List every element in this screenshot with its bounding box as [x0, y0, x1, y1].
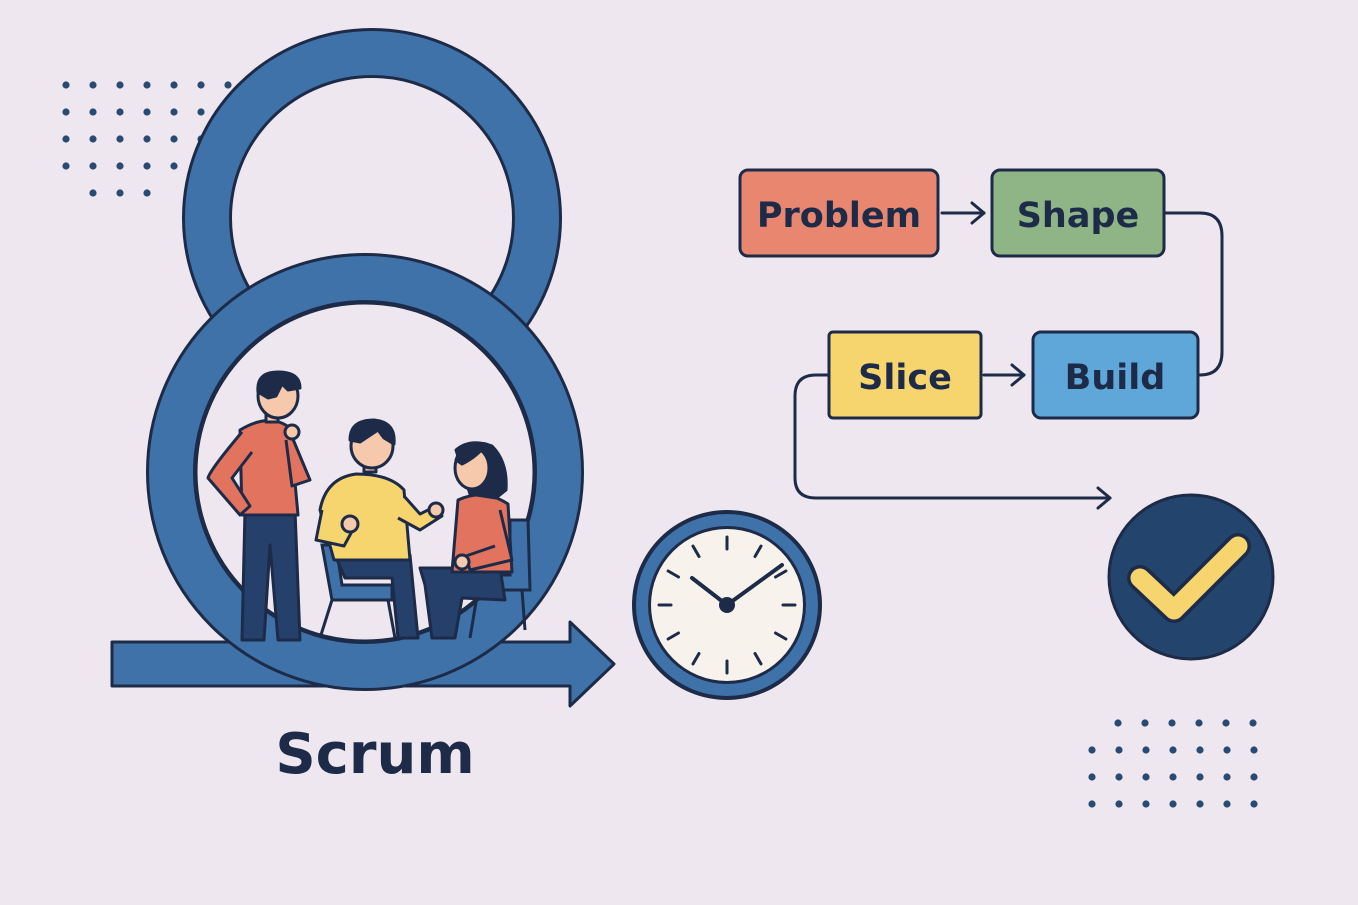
decorative-dot [1169, 773, 1177, 781]
decorative-dot [1142, 746, 1150, 754]
flow-step-build-label: Build [1065, 358, 1166, 398]
decorative-dot [1249, 719, 1257, 727]
flow-step-shape-label: Shape [1017, 196, 1140, 236]
decorative-dot [170, 135, 178, 143]
decorative-dot [1169, 746, 1177, 754]
decorative-dot [1250, 800, 1258, 808]
person-seated-yellow [314, 418, 445, 640]
dot-grid-bottom-right [1088, 719, 1258, 808]
clock-ticks [657, 535, 797, 675]
decorative-dot [1250, 773, 1258, 781]
person-seated-woman [418, 441, 514, 640]
decorative-dot [143, 81, 151, 89]
checkmark-icon [1107, 493, 1275, 661]
decorative-dot [1223, 746, 1231, 754]
decorative-dot [143, 108, 151, 116]
clock-center [719, 597, 735, 613]
decorative-dot [89, 189, 97, 197]
decorative-dot [170, 162, 178, 170]
decorative-dot [197, 81, 205, 89]
team-people-icon [206, 370, 532, 642]
decorative-dot [116, 81, 124, 89]
decorative-dot [89, 108, 97, 116]
clock-tick [666, 569, 681, 579]
clock-icon [632, 510, 822, 700]
decorative-dot [1088, 773, 1096, 781]
decorative-dot [1168, 719, 1176, 727]
decorative-dot [1223, 800, 1231, 808]
decorative-dot [1222, 719, 1230, 727]
decorative-dot [62, 135, 70, 143]
decorative-dot [1115, 800, 1123, 808]
decorative-dot [1115, 746, 1123, 754]
decorative-dot [1195, 719, 1203, 727]
scrum-loop-arrow-icon [110, 28, 616, 708]
decorative-dot [1169, 800, 1177, 808]
clock-tick [753, 544, 763, 559]
decorative-dot [62, 162, 70, 170]
decorative-dot [116, 108, 124, 116]
clock-tick [773, 631, 788, 641]
flow-step-shape: Shape [990, 168, 1166, 258]
flow-step-problem: Problem [738, 168, 940, 258]
flow-step-slice-label: Slice [858, 358, 952, 398]
decorative-dot [224, 81, 232, 89]
clock-minute-hand [725, 563, 784, 607]
decorative-dot [1223, 773, 1231, 781]
decorative-dot [1250, 746, 1258, 754]
decorative-dot [1196, 773, 1204, 781]
decorative-dot [197, 108, 205, 116]
clock-tick [691, 651, 701, 666]
flow-step-slice: Slice [827, 330, 983, 420]
decorative-dot [1142, 800, 1150, 808]
person-standing [206, 370, 312, 642]
decorative-dot [170, 81, 178, 89]
decorative-dot [1196, 746, 1204, 754]
flow-step-problem-label: Problem [757, 196, 921, 236]
decorative-dot [143, 162, 151, 170]
decorative-dot [170, 108, 178, 116]
decorative-dot [89, 135, 97, 143]
decorative-dot [62, 108, 70, 116]
decorative-dot [116, 162, 124, 170]
decorative-dot [143, 135, 151, 143]
decorative-dot [89, 81, 97, 89]
clock-tick [666, 631, 681, 641]
decorative-dot [1141, 719, 1149, 727]
decorative-dot [1114, 719, 1122, 727]
decorative-dot [1196, 800, 1204, 808]
decorative-dot [1142, 773, 1150, 781]
decorative-dot [116, 189, 124, 197]
decorative-dot [143, 189, 151, 197]
clock-tick [691, 544, 701, 559]
flow-step-build: Build [1031, 330, 1200, 420]
decorative-dot [62, 81, 70, 89]
clock-tick [773, 569, 788, 579]
scrum-label: Scrum [275, 722, 474, 787]
decorative-dot [116, 135, 124, 143]
decorative-dot [89, 162, 97, 170]
flow-connectors [793, 201, 1224, 510]
clock-tick [753, 651, 763, 666]
decorative-dot [1088, 746, 1096, 754]
decorative-dot [1115, 773, 1123, 781]
decorative-dot [1088, 800, 1096, 808]
